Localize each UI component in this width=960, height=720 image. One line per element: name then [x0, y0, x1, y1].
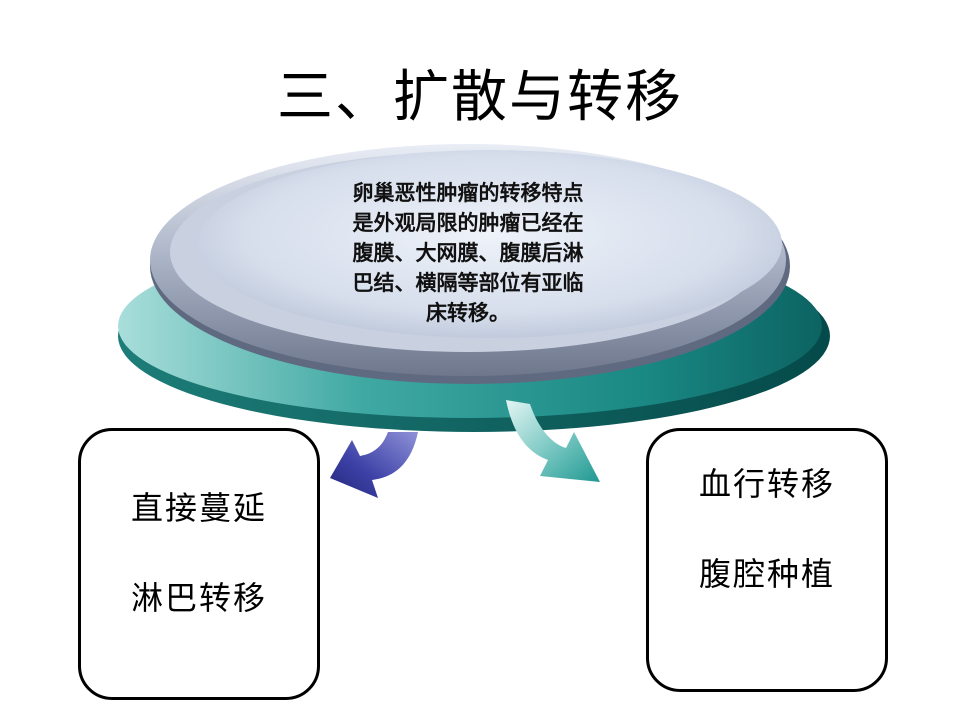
slide-title: 三、扩散与转移: [277, 65, 683, 130]
right-box: 血行转移 腹腔种植: [646, 428, 888, 692]
disc-description: 卵巢恶性肿瘤的转移特点 是外观局限的肿瘤已经在 腹膜、大网膜、腹膜后淋 巴结、横…: [318, 178, 618, 328]
silver-disc: [150, 144, 790, 384]
right-box-item-peritoneal: 腹腔种植: [698, 555, 835, 593]
left-box-item-direct-spread: 直接蔓延: [130, 489, 267, 527]
arrow-right-icon: [506, 400, 600, 482]
disc-text-line: 床转移。: [426, 300, 510, 325]
disc-text-line: 卵巢恶性肿瘤的转移特点: [352, 180, 584, 205]
disc-text-line: 腹膜、大网膜、腹膜后淋: [352, 240, 584, 265]
right-box-item-hematogenous: 血行转移: [698, 465, 835, 503]
left-box-item-lymphatic: 淋巴转移: [130, 579, 267, 617]
disc-text-line: 巴结、横隔等部位有亚临: [352, 270, 584, 295]
left-box: 直接蔓延 淋巴转移: [78, 428, 320, 700]
arrow-left-icon: [330, 432, 418, 498]
disc-text-line: 是外观局限的肿瘤已经在: [352, 210, 584, 235]
